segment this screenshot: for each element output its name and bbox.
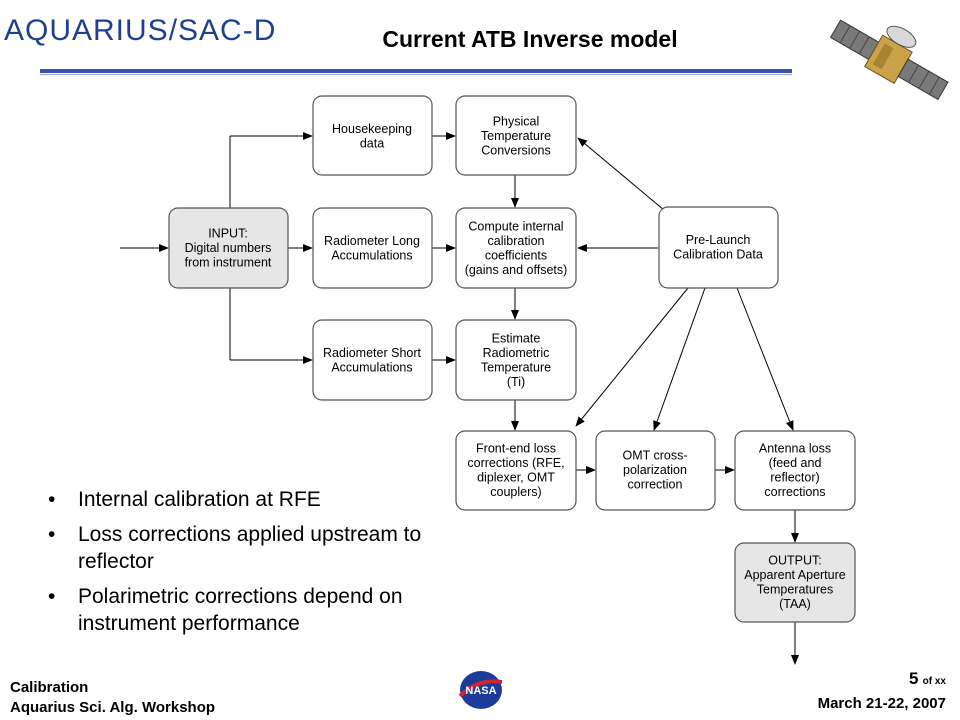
node-text-line: corrections (RFE,: [467, 456, 564, 470]
bullet-dot-icon: •: [48, 523, 56, 546]
page-of: of xx: [922, 676, 946, 687]
satellite-icon: [829, 19, 949, 101]
node-text-line: Pre-Launch: [686, 233, 751, 247]
bullet-dot-icon: •: [48, 488, 56, 511]
footer-date: March 21-22, 2007: [817, 695, 946, 712]
node-text-line: Compute internal: [468, 219, 563, 233]
footer-event: Aquarius Sci. Alg. Workshop: [10, 699, 216, 716]
node-omt-box: [595, 430, 716, 511]
node-estimate-box: [455, 319, 577, 401]
node-text-line: Calibration Data: [673, 247, 763, 261]
node-text-line: from instrument: [185, 256, 272, 270]
node-frontend-box: [455, 430, 577, 511]
node-text-line: Temperature: [481, 129, 551, 143]
node-prelaunch-box: [658, 206, 779, 289]
node-compute-cal-box: [455, 207, 577, 289]
node-text-line: coefficients: [485, 248, 547, 262]
node-input-box: [168, 207, 289, 289]
aquarius-logo: AQUARIUS/SAC-D: [4, 14, 277, 47]
node-text-line: corrections: [764, 485, 825, 499]
node-text-line: Radiometer Short: [323, 346, 421, 360]
arrow-prelaunch-to-frontend: [575, 287, 689, 427]
node-text-line: (TAA): [779, 597, 811, 611]
arrow-prelaunch-to-omt: [653, 287, 706, 431]
node-phys-temp-box: [455, 95, 577, 176]
nasa-logo-text: NASA: [465, 685, 496, 697]
node-text-line: OUTPUT:: [768, 553, 821, 567]
node-text-line: Accumulations: [331, 248, 412, 262]
node-text-line: correction: [628, 478, 683, 492]
node-text-line: Temperature: [481, 360, 551, 374]
node-text-line: Radiometric: [483, 346, 550, 360]
bullet-text: Polarimetric corrections depend on instr…: [78, 585, 403, 635]
bullet-text: Loss corrections applied upstream to ref…: [78, 523, 422, 573]
node-text-line: Antenna loss: [759, 441, 831, 455]
footer-left: Calibration Aquarius Sci. Alg. Workshop: [10, 678, 215, 718]
node-text-line: (gains and offsets): [465, 263, 568, 277]
node-text-line: calibration: [488, 234, 545, 248]
node-text-line: diplexer, OMT: [477, 470, 555, 484]
node-text-line: Accumulations: [331, 360, 412, 374]
slide-title: Current ATB Inverse model: [382, 26, 678, 52]
footer-section: Calibration: [10, 679, 89, 696]
bullet-item: • Internal calibration at RFE: [48, 486, 468, 513]
node-rad-long-box: [312, 207, 433, 289]
node-output-box: [734, 542, 856, 623]
node-text-line: OMT cross-: [622, 449, 687, 463]
node-text-line: polarization: [623, 463, 687, 477]
node-text-line: reflector): [770, 470, 819, 484]
node-text-line: Apparent Aperture: [744, 568, 846, 582]
title-rule: [40, 69, 792, 73]
node-text-line: Radiometer Long: [324, 234, 420, 248]
node-housekeeping-box: [312, 95, 433, 176]
node-text-line: INPUT:: [208, 227, 248, 241]
node-text-line: Physical: [493, 115, 540, 129]
bullet-text: Internal calibration at RFE: [78, 488, 321, 511]
node-text-line: Conversions: [481, 144, 550, 158]
node-text-line: Temperatures: [757, 582, 833, 596]
nasa-logo-icon: NASA: [458, 671, 503, 709]
bullet-dot-icon: •: [48, 585, 56, 608]
page-indicator: 5 of xx: [818, 668, 946, 693]
node-text-line: Digital numbers: [185, 241, 272, 255]
node-text-line: Housekeeping: [332, 122, 412, 136]
node-text-line: couplers): [490, 485, 541, 499]
bullet-item: • Loss corrections applied upstream to r…: [48, 521, 478, 575]
footer-right: 5 of xx March 21-22, 2007: [818, 668, 946, 715]
arrow-prelaunch-to-phys: [577, 137, 665, 211]
page-number: 5: [909, 669, 919, 688]
node-text-line: Estimate: [492, 331, 541, 345]
arrow-prelaunch-to-antenna: [736, 287, 794, 431]
node-text-line: data: [360, 136, 384, 150]
node-text-line: Front-end loss: [476, 441, 556, 455]
bullet-item: • Polarimetric corrections depend on ins…: [48, 583, 448, 637]
node-text-line: (feed and: [769, 456, 822, 470]
node-antenna-box: [734, 430, 856, 511]
node-text-line: (Ti): [507, 375, 525, 389]
node-rad-short-box: [312, 319, 433, 401]
bullet-list: • Internal calibration at RFE • Loss cor…: [48, 486, 468, 645]
title-rule-thin: [40, 74, 792, 75]
